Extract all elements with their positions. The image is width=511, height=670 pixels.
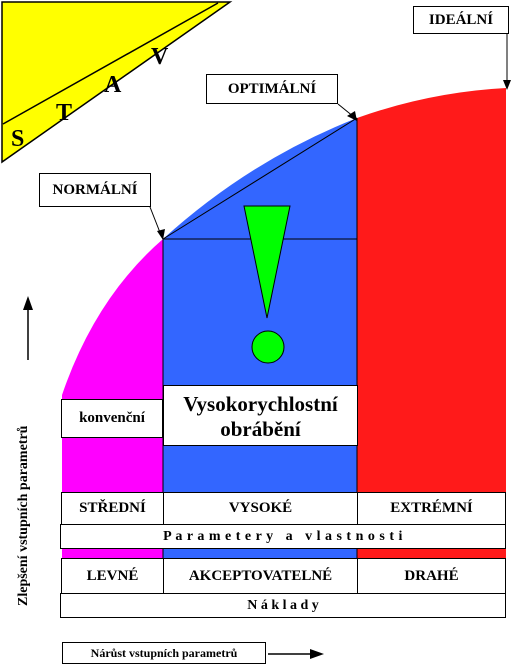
label-hsc-line1: Vysokorychlostní	[183, 391, 338, 416]
label-optimalni: OPTIMÁLNÍ	[206, 74, 338, 104]
stav-letter-t: T	[56, 100, 72, 126]
exclamation-dot	[251, 330, 285, 364]
stav-triangle	[1, 1, 233, 164]
costs-caption: N á k l a d y	[60, 593, 506, 618]
optimalni-arrowhead	[347, 111, 357, 121]
optimal-diagonal	[162, 117, 358, 240]
exclamation-stem	[243, 205, 291, 319]
normalni-arrowhead	[157, 229, 165, 240]
stav-letter-v: V	[151, 44, 169, 70]
param-vysoke: VYSOKÉ	[163, 492, 358, 525]
y-axis-arrowhead	[23, 296, 33, 310]
x-axis-arrowhead	[310, 649, 324, 659]
y-axis-label: Zlepšení vstupních parametrů	[16, 425, 31, 606]
stav-divider-line	[2, 2, 219, 125]
idealni-arrowhead	[503, 80, 511, 90]
x-axis-label: Nárůst vstupních parametrů	[62, 642, 266, 664]
label-hsc: Vysokorychlostní obrábění	[163, 385, 358, 446]
normalni-pointer	[149, 206, 162, 236]
label-idealni: IDEÁLNÍ	[413, 6, 509, 34]
cost-akceptovatelne: AKCEPTOVATELNÉ	[163, 558, 358, 594]
extreme-region	[357, 88, 506, 558]
conventional-region	[62, 239, 163, 558]
cost-levne: LEVNÉ	[61, 558, 164, 594]
stav-letter-a: A	[104, 72, 122, 98]
cost-drahe: DRAHÉ	[357, 558, 506, 594]
parameters-caption: P a r a m e t e r y a v l a s t n o s t …	[60, 524, 506, 549]
label-conventional: konvenční	[61, 399, 163, 438]
param-extremni: EXTRÉMNÍ	[357, 492, 506, 525]
label-normalni: NORMÁLNÍ	[39, 173, 151, 207]
stav-letter-s: S	[11, 126, 24, 152]
param-stredni: STŘEDNÍ	[61, 492, 164, 525]
label-hsc-line2: obrábění	[220, 416, 301, 441]
